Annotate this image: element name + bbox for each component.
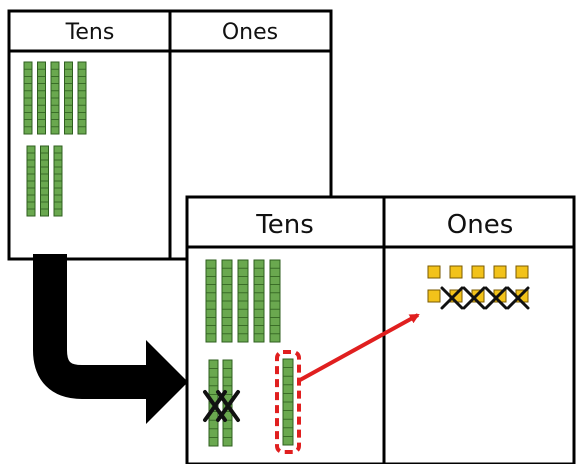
ones-cube [449,265,463,279]
bottom-chart-border [185,195,576,464]
red-arrow-icon [299,313,420,382]
tens-rod [221,259,233,343]
tens-rod [205,259,217,343]
tens-rod [77,61,87,135]
ones-cube [493,265,507,279]
top-tens-header: Tens [65,20,115,45]
tens-rod [53,145,63,217]
x-mark-icon [484,286,508,310]
x-mark-icon [203,390,240,422]
tens-rod [37,61,46,135]
x-mark-icon [440,286,464,310]
curved-arrow-icon [33,254,188,424]
ones-cube [471,265,485,279]
regroup-highlight-box [275,350,301,454]
top-tens-rods [23,61,87,217]
tens-rod [237,259,249,343]
top-chart: Tens Ones [7,9,333,261]
ones-cube [427,265,441,279]
ones-cube [515,265,529,279]
tens-rod [23,61,33,135]
bottom-ones-cubes [427,265,530,310]
bottom-ones-header: Ones [447,210,514,240]
ones-cube [427,289,441,303]
tens-rod [269,259,281,343]
x-mark-icon [506,286,530,310]
x-mark-icon [462,286,486,310]
tens-rod [253,259,265,343]
tens-rod [40,145,49,217]
tens-rod [64,61,73,135]
bottom-tens-header: Tens [255,210,313,240]
tens-rod [50,61,60,135]
tens-rod-regrouped [282,358,294,446]
top-ones-header: Ones [222,20,278,45]
bottom-chart: Tens Ones [185,195,576,464]
tens-rod [26,145,36,217]
